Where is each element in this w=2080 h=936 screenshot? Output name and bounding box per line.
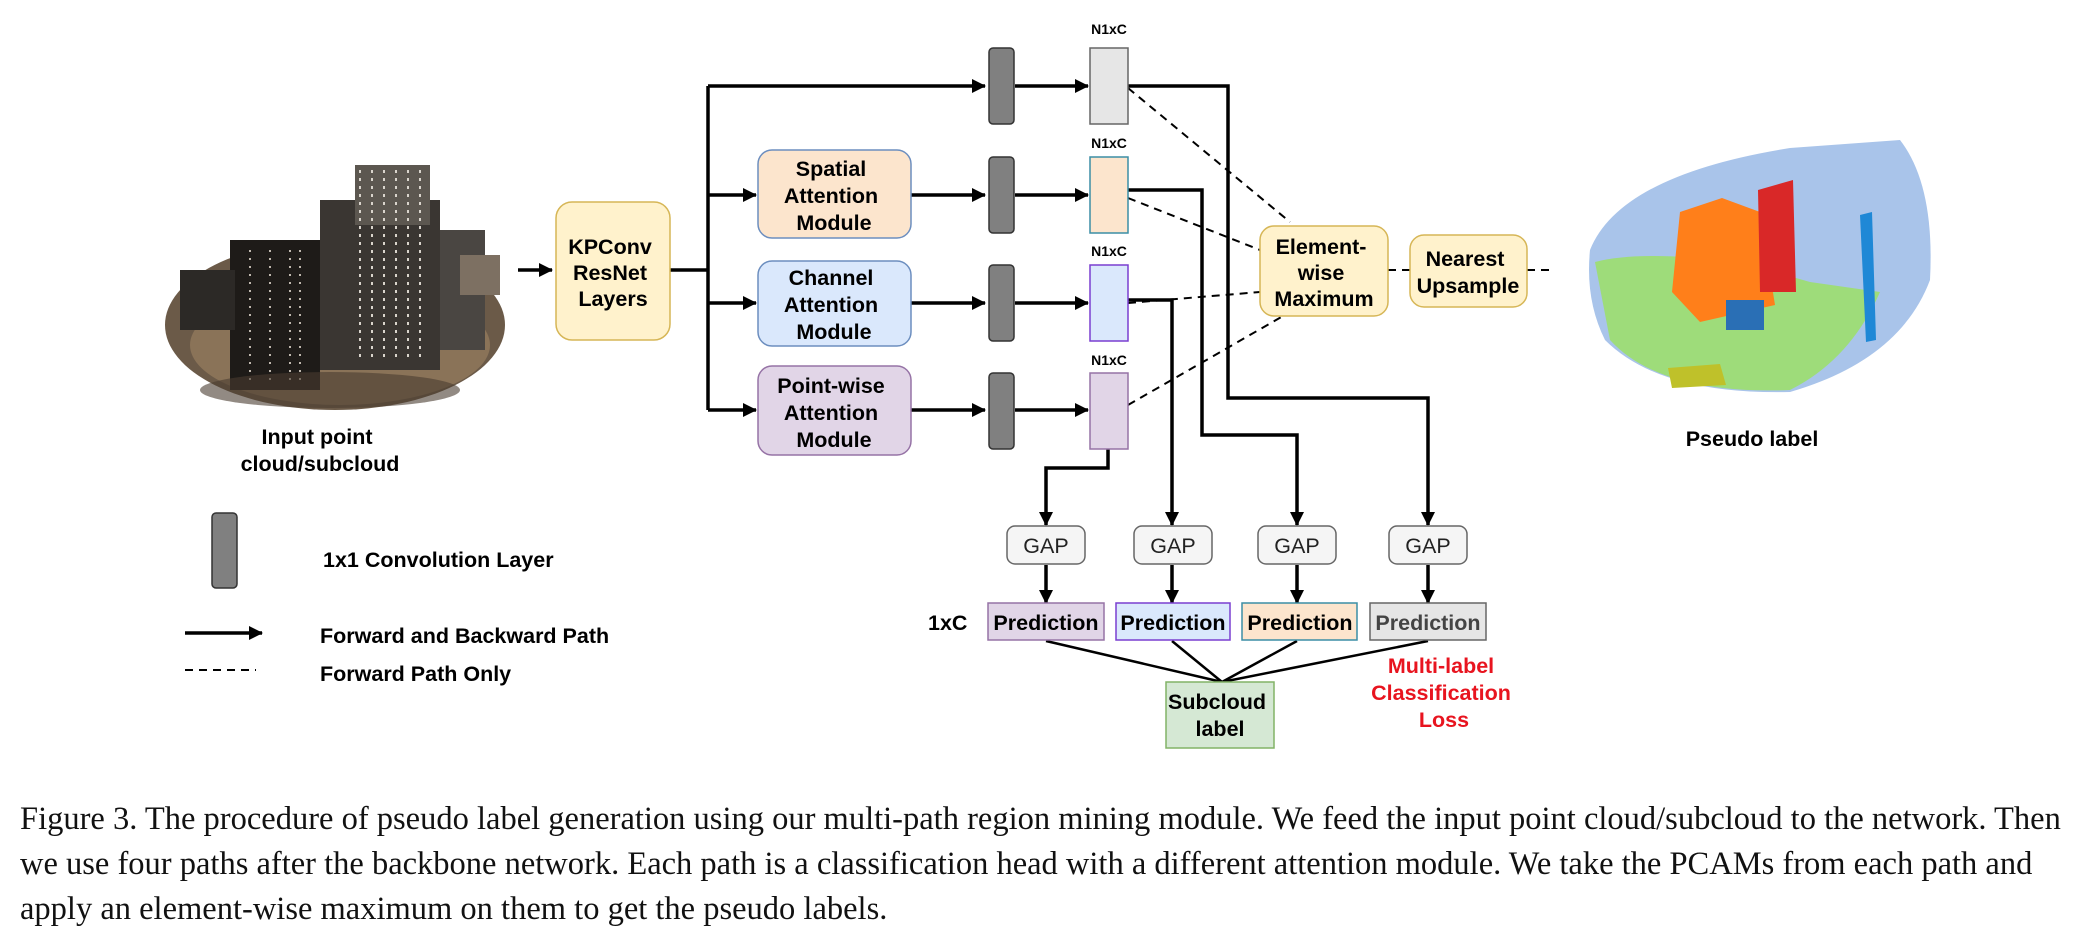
legend-conv-label: 1x1 Convolution Layer	[323, 548, 554, 572]
legend: 1x1 Convolution Layer Forward and Backwa…	[185, 512, 609, 686]
prediction-box-channel	[1115, 602, 1231, 641]
prediction-label-pointwise: Prediction	[993, 611, 1098, 635]
pointwise-attention-label: Point-wise Attention Module	[777, 374, 891, 452]
legend-solid-label: Forward and Backward Path	[320, 624, 609, 648]
conv-layer-path-4	[988, 372, 1015, 450]
prediction-box-pointwise	[987, 602, 1105, 641]
pipeline-diagram: Input point cloud/subcloud Pseudo label	[165, 21, 1931, 749]
feature-map-channel	[1089, 264, 1129, 342]
channel-attention-label: Channel Attention Module	[784, 266, 884, 344]
prediction-label-channel: Prediction	[1120, 611, 1225, 635]
spatial-attention-label: Spatial Attention Module	[784, 157, 884, 235]
feature-map-pointwise	[1089, 372, 1129, 450]
input-label: Input point cloud/subcloud	[241, 425, 400, 476]
gap-label-channel: GAP	[1150, 534, 1195, 558]
prediction-box-plain	[1369, 602, 1487, 641]
pseudo-label-image	[1589, 140, 1931, 393]
nearest-upsample-label: Nearest Upsample	[1417, 247, 1520, 298]
output-label: Pseudo label	[1686, 427, 1819, 451]
subcloud-connectors	[1045, 639, 1429, 684]
subcloud-label-box	[1165, 681, 1275, 749]
legend-conv-icon	[211, 512, 238, 589]
feature-dim-label-2: N1xC	[1091, 135, 1127, 151]
input-point-cloud-image	[165, 165, 505, 410]
kpconv-backbone-box	[555, 201, 671, 341]
gap-label-pointwise: GAP	[1023, 534, 1068, 558]
dashed-connectors	[1127, 87, 1552, 406]
backbone-label: KPConv ResNet Layers	[568, 235, 658, 311]
prediction-dim-label: 1xC	[928, 611, 967, 635]
feature-dim-label-3: N1xC	[1091, 243, 1127, 259]
feature-dim-label-1: N1xC	[1091, 21, 1127, 37]
figure-caption: Figure 3. The procedure of pseudo label …	[20, 801, 2061, 927]
prediction-label-spatial: Prediction	[1247, 611, 1352, 635]
conv-layer-path-1	[988, 47, 1015, 125]
element-wise-maximum-label: Element- wise Maximum	[1274, 235, 1373, 311]
pointwise-attention-module	[757, 365, 912, 456]
prediction-label-plain: Prediction	[1375, 611, 1480, 635]
gap-label-spatial: GAP	[1274, 534, 1319, 558]
feature-dim-label-4: N1xC	[1091, 352, 1127, 368]
element-wise-maximum-box	[1259, 225, 1389, 317]
gap-label-plain: GAP	[1405, 534, 1450, 558]
nearest-upsample-box	[1409, 234, 1528, 308]
prediction-box-spatial	[1241, 602, 1358, 641]
gap-box-plain	[1388, 525, 1468, 565]
gap-box-channel	[1133, 525, 1213, 565]
loss-label: Multi-label Classification Loss	[1371, 654, 1517, 732]
spatial-attention-module	[757, 149, 912, 239]
feature-map-spatial	[1089, 156, 1129, 234]
legend-dashed-label: Forward Path Only	[320, 662, 511, 686]
subcloud-label-text: Subcloud label	[1168, 690, 1272, 741]
channel-attention-module	[757, 260, 912, 347]
conv-layer-path-3	[988, 264, 1015, 342]
gap-box-pointwise	[1006, 525, 1086, 565]
gap-box-spatial	[1257, 525, 1337, 565]
feature-map-plain	[1089, 47, 1129, 125]
conv-layer-path-2	[988, 156, 1015, 234]
